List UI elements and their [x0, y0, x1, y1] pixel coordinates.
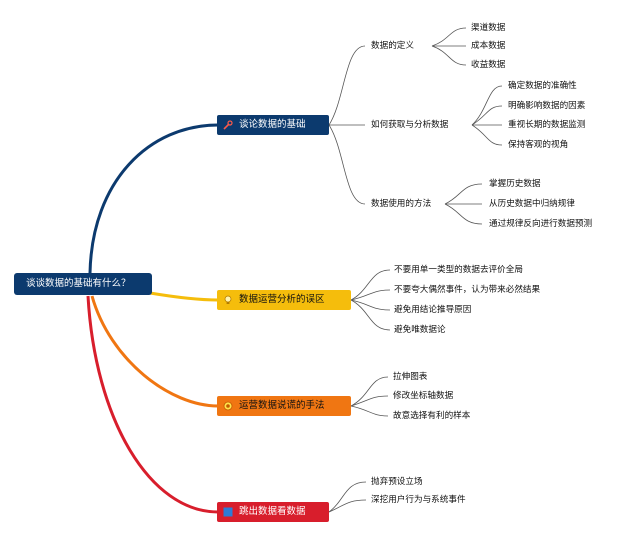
leaf-cost-data[interactable]: 成本数据	[471, 41, 506, 51]
subtopic-data-definition[interactable]: 数据的定义	[371, 41, 414, 51]
leaf-modify-axis[interactable]: 修改坐标轴数据	[393, 391, 454, 401]
target-icon	[223, 401, 233, 411]
square-icon	[223, 507, 233, 517]
leaf-revenue-data[interactable]: 收益数据	[471, 60, 506, 70]
connector-root-branch-4	[86, 295, 219, 514]
leaf-objective-view[interactable]: 保持客观的视角	[508, 140, 569, 150]
branch-label: 数据运营分析的误区	[239, 294, 325, 305]
leaf-pitfall-data-only[interactable]: 避免唯数据论	[394, 325, 446, 335]
branch-beyond-data[interactable]: 跳出数据看数据	[217, 502, 329, 522]
root-topic[interactable]: 谈谈数据的基础有什么？	[14, 273, 152, 295]
leaf-pitfall-reverse-cause[interactable]: 避免用结论推导原因	[394, 305, 472, 315]
branch-data-basics[interactable]: 谈论数据的基础	[217, 115, 329, 135]
leaf-accuracy[interactable]: 确定数据的准确性	[508, 81, 577, 91]
leaf-long-term-monitoring[interactable]: 重视长期的数据监测	[508, 120, 586, 130]
leaf-channel-data[interactable]: 渠道数据	[471, 23, 506, 33]
leaf-stretch-chart[interactable]: 拉伸图表	[393, 372, 428, 382]
leaf-drop-assumptions[interactable]: 抛弃预设立场	[371, 477, 423, 487]
connector-root-branch-1	[88, 123, 219, 274]
leaf-factors[interactable]: 明确影响数据的因素	[508, 101, 586, 111]
branch-label: 运营数据说谎的手法	[239, 400, 325, 411]
leaf-predict[interactable]: 通过规律反向进行数据预测	[489, 219, 593, 229]
tools-icon	[223, 120, 233, 130]
branch-analysis-pitfalls[interactable]: 数据运营分析的误区	[217, 290, 351, 310]
connector-b1-sub-1	[328, 45, 366, 126]
leaf-pitfall-single-type[interactable]: 不要用单一类型的数据去评价全局	[394, 265, 523, 275]
leaf-history-data[interactable]: 掌握历史数据	[489, 179, 541, 189]
connector-b1-sub-3	[328, 124, 366, 205]
connector-root-branch-2	[149, 291, 219, 302]
leaf-pitfall-exaggerate[interactable]: 不要夸大偶然事件，认为带来必然结果	[394, 285, 541, 295]
leaf-induce-rules[interactable]: 从历史数据中归纳规律	[489, 199, 575, 209]
subtopic-acquire-analyze[interactable]: 如何获取与分析数据	[371, 120, 449, 130]
leaf-dig-user-behavior[interactable]: 深挖用户行为与系统事件	[371, 495, 466, 505]
lightbulb-icon	[224, 295, 232, 304]
branch-label: 跳出数据看数据	[239, 506, 306, 517]
leaf-biased-sample[interactable]: 故意选择有利的样本	[393, 411, 471, 421]
branch-label: 谈论数据的基础	[239, 119, 306, 130]
subtopic-usage-methods[interactable]: 数据使用的方法	[371, 199, 432, 209]
connector-root-branch-3	[90, 295, 219, 408]
branch-lying-methods[interactable]: 运营数据说谎的手法	[217, 396, 351, 416]
